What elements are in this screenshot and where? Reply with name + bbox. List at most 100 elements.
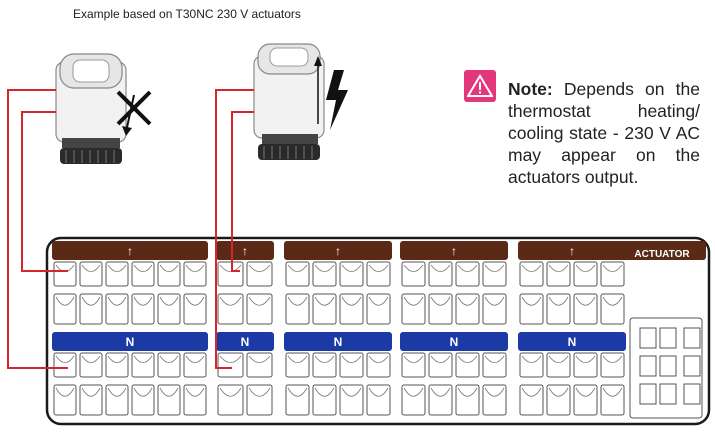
terminal-clip <box>185 387 205 397</box>
terminal-slot <box>157 261 181 287</box>
arrow-label: ↑ <box>242 244 248 258</box>
terminal-clip <box>314 387 335 397</box>
arrow-label: ↑ <box>569 244 575 258</box>
brown-header <box>52 241 208 260</box>
terminal-clip <box>314 355 335 363</box>
neutral-label: N <box>334 335 343 349</box>
terminal-slot <box>366 352 391 378</box>
terminal-clip <box>219 296 242 306</box>
terminal-clip <box>521 296 542 306</box>
terminal-slot <box>285 384 310 416</box>
terminal-clip <box>287 355 308 363</box>
terminal-slot <box>455 261 480 287</box>
terminal-slot <box>546 293 571 325</box>
terminal-slot <box>600 293 625 325</box>
terminal-clip <box>185 355 205 363</box>
terminal-clip <box>55 387 75 397</box>
terminal-board <box>45 236 711 426</box>
terminal-clip <box>368 296 389 306</box>
terminal-slot <box>546 352 571 378</box>
terminal-clip <box>219 355 242 363</box>
terminal-clip <box>55 355 75 363</box>
terminal-clip <box>81 264 101 272</box>
terminal-clip <box>575 355 596 363</box>
terminal-slot <box>600 384 625 416</box>
terminal-slot <box>482 352 507 378</box>
terminal-clip <box>341 387 362 397</box>
terminal-clip <box>368 355 389 363</box>
terminal-slot <box>366 261 391 287</box>
terminal-slot <box>401 384 426 416</box>
lightning-icon <box>314 56 348 130</box>
no-power-icon <box>116 90 152 136</box>
terminal-clip <box>133 387 153 397</box>
terminal-slot <box>79 261 103 287</box>
terminal-slot <box>157 352 181 378</box>
terminal-clip <box>133 296 153 306</box>
terminal-clip <box>287 387 308 397</box>
actuator-unpowered <box>55 53 127 164</box>
terminal-clip <box>248 387 271 397</box>
terminal-clip <box>159 264 179 272</box>
terminal-clip <box>484 355 505 363</box>
wire-actuator-2 <box>215 89 254 369</box>
note-body: Depends on the thermostat heating/ cooli… <box>508 79 700 187</box>
blue-header <box>518 332 626 351</box>
terminal-clip <box>521 264 542 272</box>
terminal-slot <box>157 384 181 416</box>
terminal-slot <box>546 261 571 287</box>
terminal-slot <box>131 384 155 416</box>
terminal-clip <box>548 264 569 272</box>
terminal-clip <box>403 387 424 397</box>
terminal-slot <box>339 261 364 287</box>
terminal-slot <box>339 293 364 325</box>
terminal-slot <box>428 261 453 287</box>
terminal-slot <box>217 384 244 416</box>
blue-header <box>52 332 208 351</box>
note-text: Note: Depends on the thermostat heating/… <box>508 78 700 188</box>
terminal-clip <box>248 355 271 363</box>
terminal-clip <box>457 296 478 306</box>
blue-header <box>400 332 508 351</box>
actuator-label: ACTUATOR <box>634 249 690 260</box>
side-connector-block <box>629 317 703 419</box>
terminal-clip <box>403 355 424 363</box>
terminal-slot <box>105 352 129 378</box>
terminal-slot <box>600 352 625 378</box>
terminal-slot <box>131 261 155 287</box>
terminal-clip <box>602 264 623 272</box>
terminal-clip <box>457 387 478 397</box>
terminal-slot <box>183 261 207 287</box>
terminal-slot <box>53 384 77 416</box>
terminal-slot <box>519 352 544 378</box>
terminal-clip <box>55 296 75 306</box>
brown-header <box>518 241 706 260</box>
terminal-slot <box>600 261 625 287</box>
terminal-slot <box>79 352 103 378</box>
terminal-clip <box>521 355 542 363</box>
terminal-slot <box>53 261 77 287</box>
terminal-clip <box>430 355 451 363</box>
terminal-slot <box>183 384 207 416</box>
arrow-label: ↑ <box>127 244 133 258</box>
neutral-label: N <box>568 335 577 349</box>
terminal-clip <box>81 355 101 363</box>
terminal-clip <box>548 296 569 306</box>
terminal-clip <box>219 264 242 272</box>
terminal-slot <box>157 293 181 325</box>
terminal-slot <box>573 261 598 287</box>
terminal-clip <box>457 264 478 272</box>
terminal-clip <box>107 264 127 272</box>
arrow-label: ↑ <box>335 244 341 258</box>
terminal-slot <box>401 293 426 325</box>
terminal-clip <box>248 296 271 306</box>
terminal-clip <box>602 296 623 306</box>
terminal-slot <box>312 261 337 287</box>
terminal-slot <box>366 293 391 325</box>
terminal-clip <box>575 387 596 397</box>
actuator-powered <box>253 43 325 160</box>
terminal-clip <box>368 264 389 272</box>
terminal-slot <box>519 384 544 416</box>
terminal-slot <box>285 261 310 287</box>
